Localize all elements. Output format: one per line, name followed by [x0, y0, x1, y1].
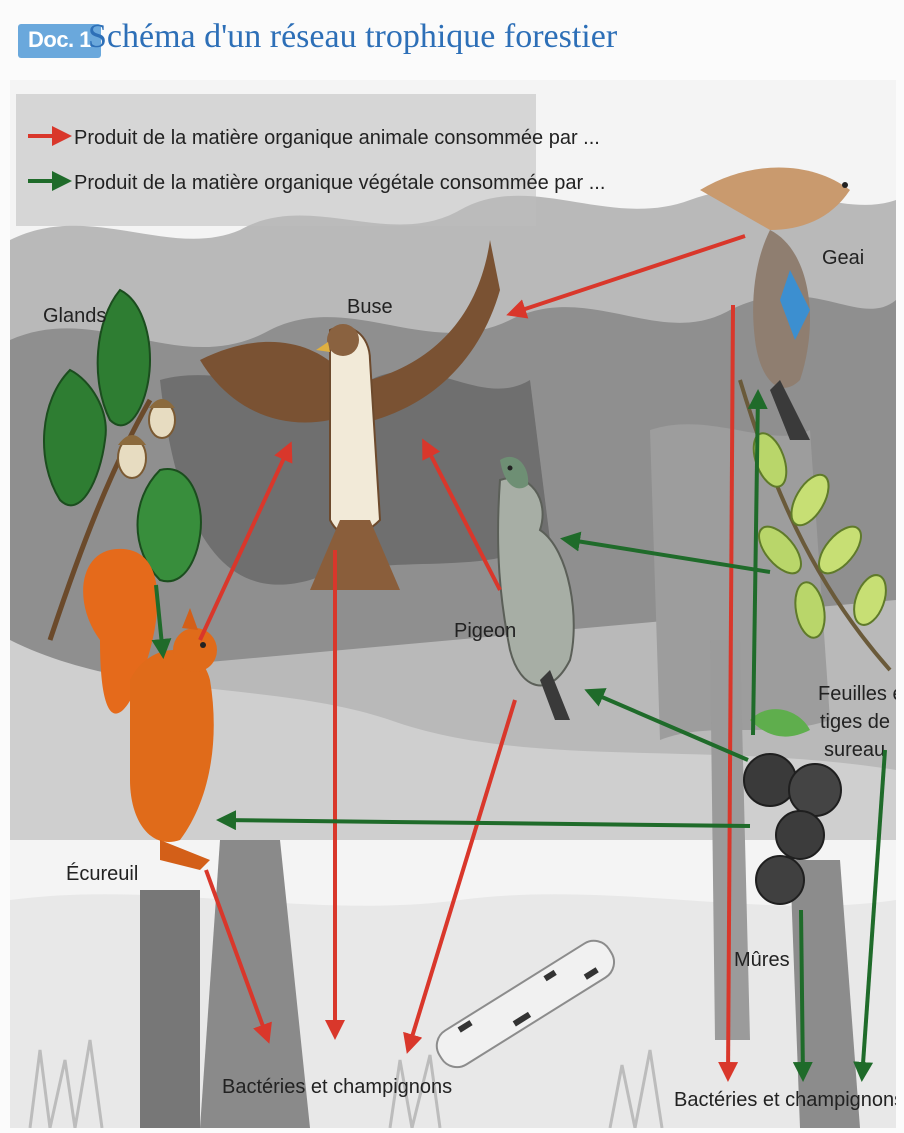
label-feuilles-line-1: Feuilles et — [818, 683, 896, 705]
document-header: Doc. 1 Schéma d'un réseau trophique fore… — [0, 0, 904, 78]
label-buse: Buse — [347, 296, 393, 318]
label-pigeon: Pigeon — [454, 620, 516, 642]
food-web-diagram: Produit de la matière organique animale … — [10, 80, 896, 1128]
legend-item-animal: Produit de la matière organique animale … — [28, 127, 600, 149]
arrow-mures-to-bacteries — [801, 910, 803, 1078]
legend: Produit de la matière organique animale … — [16, 94, 605, 226]
legend-label-vegetal: Produit de la matière organique végétale… — [74, 172, 605, 194]
label-mures: Mûres — [734, 949, 790, 971]
label-bacteries-left: Bactéries et champignons — [222, 1076, 452, 1098]
label-geai: Geai — [822, 247, 864, 269]
label-ecureuil: Écureuil — [66, 862, 138, 885]
legend-item-vegetal: Produit de la matière organique végétale… — [28, 172, 605, 194]
label-bacteries-right: Bactéries et champignons — [674, 1089, 896, 1111]
label-feuilles-line-3: sureau — [824, 739, 885, 761]
document-title: Schéma d'un réseau trophique forestier — [88, 18, 617, 56]
legend-label-animal: Produit de la matière organique animale … — [74, 127, 600, 149]
label-glands: Glands — [43, 305, 106, 327]
label-feuilles-line-2: tiges de — [820, 711, 890, 733]
